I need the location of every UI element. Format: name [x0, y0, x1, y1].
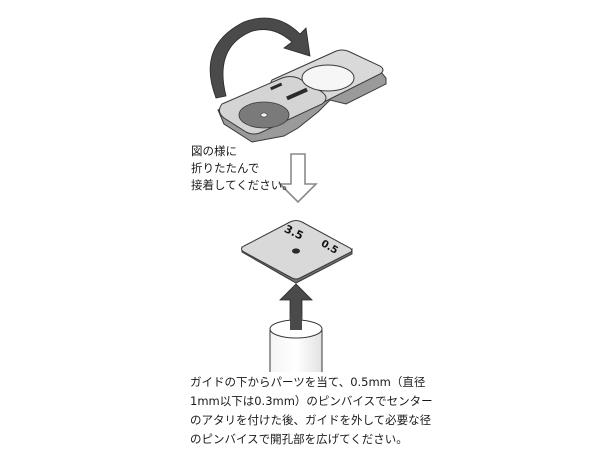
fold-instruction-line: 折りたたんで [191, 161, 260, 175]
fold-instruction-line: 図の様に [191, 144, 237, 158]
center-hole [260, 112, 268, 118]
down-arrow-icon [278, 153, 318, 204]
drill-instruction-line: のアタリを付けた後、ガイドを外して必要な径 [190, 413, 432, 427]
up-arrow-stem-overlap [290, 316, 302, 330]
drill-instruction-line: 1mm以下は0.3mm）のピンバイスでセンター [190, 394, 433, 408]
fold-arrow [209, 17, 311, 99]
drill-instruction-line: のピンバイスで開孔部を広げてください。 [190, 432, 408, 446]
drill-instruction-line: ガイドの下からパーツを当て、0.5mm（直径 [190, 375, 426, 389]
fold-instruction: 図の様に 折りたたんで 接着してください。 [191, 143, 294, 194]
fold-arrow-shaft [209, 17, 311, 99]
open-hole [301, 64, 355, 92]
cylinder-body [270, 330, 322, 372]
unfolded-guide-sheet [217, 49, 387, 143]
fold-slot-upper [270, 82, 283, 91]
fold-slot [286, 87, 308, 101]
fold-instruction-line: 接着してください。 [191, 178, 294, 192]
cylinder-part [269, 316, 323, 372]
folded-guide-plate: 3.5 0.5 [241, 220, 353, 284]
drill-instruction: ガイドの下からパーツを当て、0.5mm（直径 1mm以下は0.3mm）のピンバイ… [190, 373, 433, 449]
plate-center-hole [292, 248, 300, 254]
